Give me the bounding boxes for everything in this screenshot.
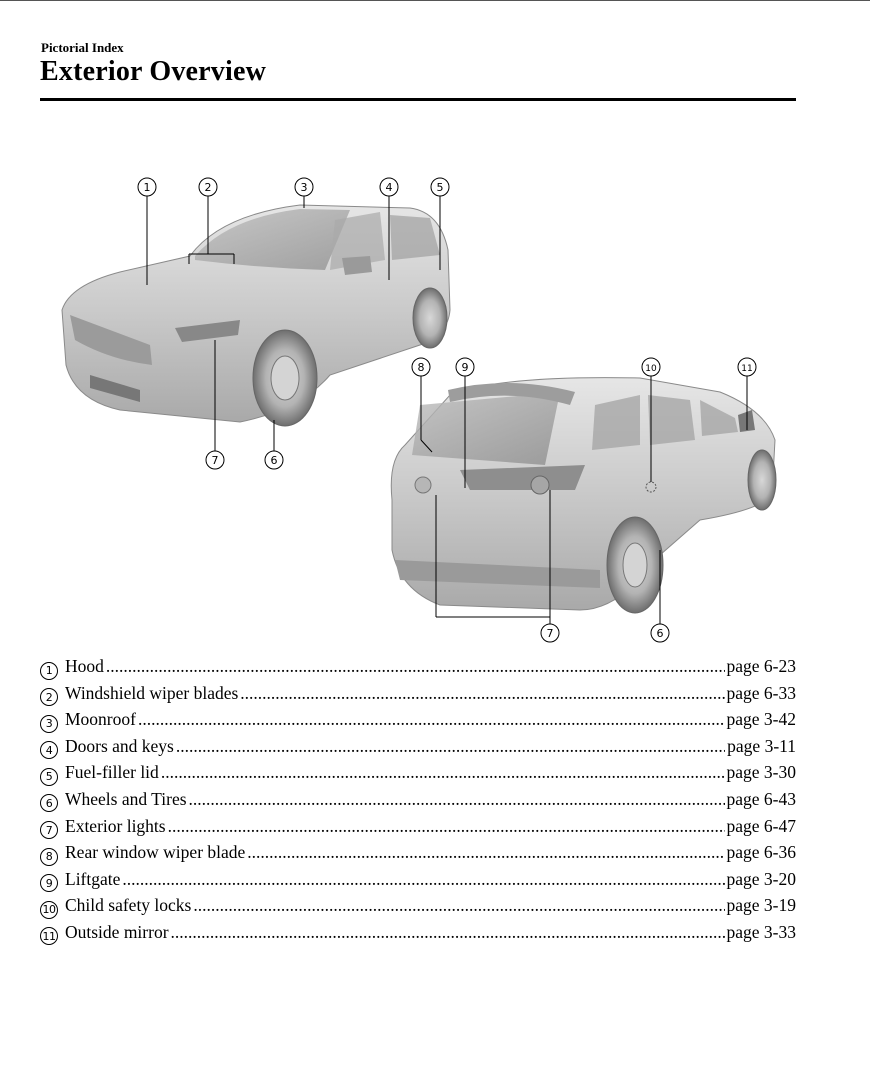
vehicle-illustration: 1 2 3 4 5 7 6 8 9 10 11 7 6 bbox=[61, 177, 777, 643]
index-item-moonroof[interactable]: 3 Moonroof page 3-42 bbox=[40, 709, 796, 736]
item-number: 4 bbox=[40, 741, 58, 760]
rear-vehicle bbox=[390, 377, 777, 614]
index-item-outside-mirror[interactable]: 11 Outside mirror page 3-33 bbox=[40, 922, 796, 949]
dot-leader bbox=[176, 736, 725, 757]
item-page-ref[interactable]: page 6-23 bbox=[726, 656, 797, 676]
svg-text:5: 5 bbox=[437, 181, 444, 194]
svg-text:9: 9 bbox=[462, 361, 469, 374]
callout-front-2: 2 bbox=[198, 177, 218, 197]
callout-front-6: 6 bbox=[264, 450, 284, 470]
callout-front-4: 4 bbox=[379, 177, 399, 197]
svg-text:7: 7 bbox=[547, 627, 554, 640]
dot-leader bbox=[122, 869, 724, 890]
index-item-wheels-and-tires[interactable]: 6 Wheels and Tires page 6-43 bbox=[40, 789, 796, 816]
item-label: Exterior lights bbox=[65, 815, 166, 836]
callout-front-7: 7 bbox=[205, 450, 225, 470]
index-item-rear-window-wiper-blade[interactable]: 8 Rear window wiper blade page 6-36 bbox=[40, 842, 796, 869]
index-item-windshield-wiper-blades[interactable]: 2 Windshield wiper blades page 6-33 bbox=[40, 683, 796, 710]
item-page-ref[interactable]: page 3-30 bbox=[726, 762, 797, 783]
svg-text:7: 7 bbox=[212, 454, 219, 467]
title-rule bbox=[40, 98, 796, 101]
dot-leader bbox=[171, 922, 725, 943]
index-item-exterior-lights[interactable]: 7 Exterior lights page 6-47 bbox=[40, 816, 796, 843]
exterior-index-list: 1 Hood page 6-23 2 Windshield wiper blades p… bbox=[40, 656, 796, 949]
item-number: 2 bbox=[40, 688, 58, 707]
index-item-fuel-filler-lid[interactable]: 5 Fuel-filler lid page 3-30 bbox=[40, 762, 796, 789]
svg-text:4: 4 bbox=[386, 181, 393, 194]
item-label: Hood bbox=[65, 656, 104, 676]
callout-rear-10: 10 bbox=[641, 357, 661, 377]
item-number: 9 bbox=[40, 874, 58, 893]
svg-text:3: 3 bbox=[301, 181, 308, 194]
index-item-child-safety-locks[interactable]: 10 Child safety locks page 3-19 bbox=[40, 895, 796, 922]
dot-leader bbox=[106, 656, 725, 677]
dot-leader bbox=[161, 762, 725, 783]
svg-text:8: 8 bbox=[418, 361, 425, 374]
item-page-ref[interactable]: page 3-11 bbox=[727, 735, 796, 756]
item-page-ref[interactable]: page 3-42 bbox=[726, 709, 797, 730]
item-label: Rear window wiper blade bbox=[65, 842, 246, 863]
dot-leader bbox=[247, 842, 724, 863]
item-number: 11 bbox=[40, 927, 58, 946]
front-vehicle bbox=[61, 204, 451, 427]
section-label: Pictorial Index bbox=[41, 40, 124, 55]
item-number: 7 bbox=[40, 821, 58, 840]
item-number: 8 bbox=[40, 847, 58, 866]
item-label: Child safety locks bbox=[65, 895, 192, 916]
item-label: Doors and keys bbox=[65, 735, 174, 756]
item-page-ref[interactable]: page 3-20 bbox=[726, 868, 797, 889]
item-number: 5 bbox=[40, 767, 58, 786]
item-label: Liftgate bbox=[65, 868, 121, 889]
item-page-ref[interactable]: page 6-47 bbox=[726, 815, 797, 836]
dot-leader bbox=[193, 895, 724, 916]
item-page-ref[interactable]: page 6-43 bbox=[726, 788, 797, 809]
item-number: 6 bbox=[40, 794, 58, 813]
index-item-liftgate[interactable]: 9 Liftgate page 3-20 bbox=[40, 869, 796, 896]
callout-front-1: 1 bbox=[137, 177, 157, 197]
callout-front-3: 3 bbox=[294, 177, 314, 197]
item-label: Windshield wiper blades bbox=[65, 682, 239, 703]
item-page-ref[interactable]: page 3-19 bbox=[726, 895, 797, 916]
item-label: Wheels and Tires bbox=[65, 788, 187, 809]
page-title: Exterior Overview bbox=[40, 56, 267, 87]
item-page-ref[interactable]: page 6-33 bbox=[726, 682, 797, 703]
item-page-ref[interactable]: page 3-33 bbox=[726, 921, 797, 942]
callout-rear-7: 7 bbox=[540, 623, 560, 643]
dot-leader bbox=[189, 789, 725, 810]
item-number: 3 bbox=[40, 714, 58, 733]
item-number: 1 bbox=[40, 661, 58, 680]
item-page-ref[interactable]: page 6-36 bbox=[726, 842, 797, 863]
svg-text:2: 2 bbox=[205, 181, 212, 194]
index-item-doors-and-keys[interactable]: 4 Doors and keys page 3-11 bbox=[40, 736, 796, 763]
dot-leader bbox=[240, 683, 724, 704]
top-rule bbox=[0, 0, 870, 1]
dot-leader bbox=[138, 709, 725, 730]
svg-text:11: 11 bbox=[741, 364, 752, 374]
svg-text:6: 6 bbox=[657, 627, 664, 640]
callout-rear-11: 11 bbox=[737, 357, 757, 377]
callout-rear-9: 9 bbox=[455, 357, 475, 377]
svg-text:1: 1 bbox=[144, 181, 151, 194]
item-label: Outside mirror bbox=[65, 921, 169, 942]
svg-text:10: 10 bbox=[645, 364, 657, 374]
item-label: Fuel-filler lid bbox=[65, 762, 159, 783]
svg-text:6: 6 bbox=[271, 454, 278, 467]
item-label: Moonroof bbox=[65, 709, 136, 730]
dot-leader bbox=[168, 816, 725, 837]
item-number: 10 bbox=[40, 900, 58, 919]
leader-lines bbox=[146, 195, 748, 625]
index-item-hood[interactable]: 1 Hood page 6-23 bbox=[40, 656, 796, 683]
callout-rear-6: 6 bbox=[650, 623, 670, 643]
callout-rear-8: 8 bbox=[411, 357, 431, 377]
callout-front-5: 5 bbox=[430, 177, 450, 197]
